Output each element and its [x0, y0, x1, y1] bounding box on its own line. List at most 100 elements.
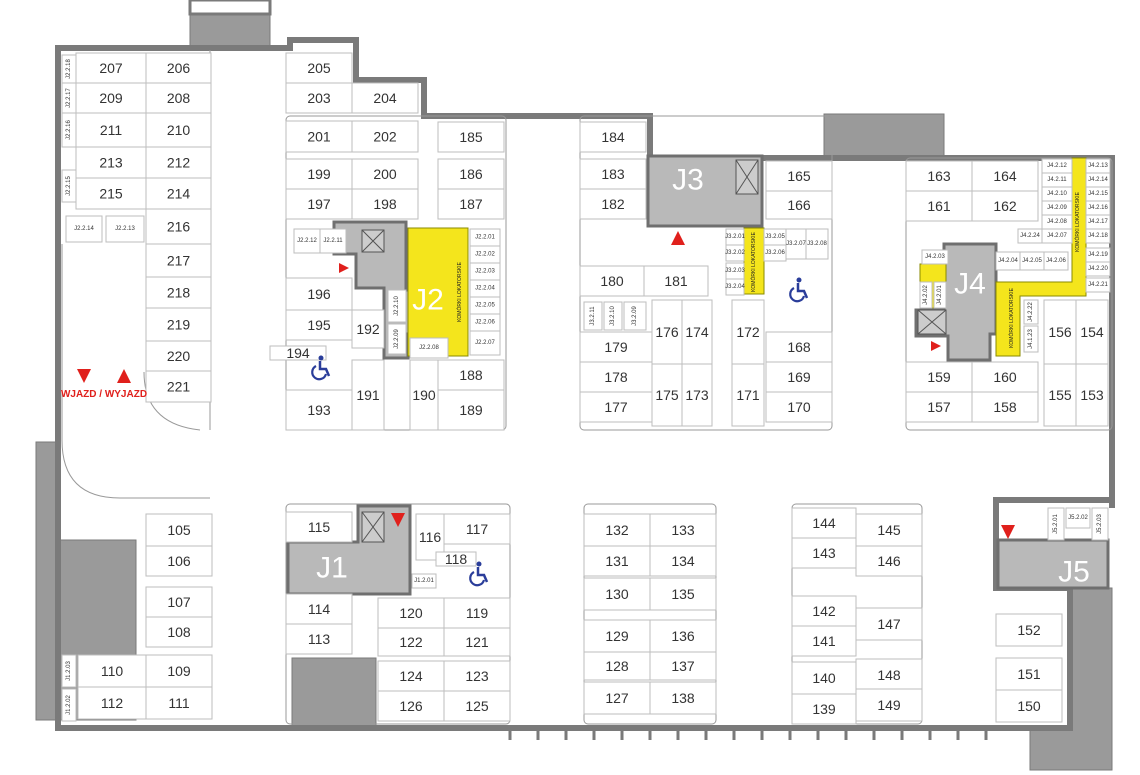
parking-spot-188[interactable]: 188	[437, 359, 505, 391]
storage-unit-J1.2.02[interactable]: J1.2.02	[61, 688, 77, 722]
parking-spot-206[interactable]: 206	[145, 52, 212, 84]
parking-spot-118[interactable]: 118	[435, 551, 477, 567]
parking-spot-128[interactable]: 128	[583, 651, 651, 681]
parking-spot-132[interactable]: 132	[583, 513, 651, 547]
parking-spot-173[interactable]: 173	[681, 363, 713, 427]
storage-unit-J2.2.03[interactable]: J2.2.03	[469, 262, 501, 281]
storage-unit-J4.2.15[interactable]: J4.2.15	[1085, 186, 1111, 202]
storage-unit-J4.2.20[interactable]: J4.2.20	[1085, 261, 1111, 277]
parking-spot-114[interactable]: 114	[285, 593, 353, 625]
storage-unit-J4.2.01[interactable]: J4.2.01	[933, 281, 947, 309]
storage-unit-J3.2.11[interactable]: J3.2.11	[583, 301, 603, 331]
parking-spot-165[interactable]: 165	[765, 160, 833, 192]
parking-spot-122[interactable]: 122	[377, 627, 445, 657]
parking-spot-124[interactable]: 124	[377, 660, 445, 692]
storage-unit-J2.2.15[interactable]: J2.2.15	[61, 169, 77, 203]
parking-spot-153[interactable]: 153	[1075, 363, 1109, 427]
parking-spot-181[interactable]: 181	[643, 265, 709, 297]
parking-spot-109[interactable]: 109	[145, 654, 213, 688]
storage-unit-J4.2.14[interactable]: J4.2.14	[1085, 172, 1111, 188]
parking-spot-187[interactable]: 187	[437, 188, 505, 220]
storage-unit-J4.2.17[interactable]: J4.2.17	[1085, 214, 1111, 230]
parking-spot-169[interactable]: 169	[765, 361, 833, 393]
parking-spot-142[interactable]: 142	[791, 595, 857, 627]
parking-spot-129[interactable]: 129	[583, 619, 651, 653]
parking-spot-155[interactable]: 155	[1043, 363, 1077, 427]
parking-spot-202[interactable]: 202	[351, 120, 419, 153]
storage-unit-J2.2.04[interactable]: J2.2.04	[469, 279, 501, 298]
storage-unit-J2.2.17[interactable]: J2.2.17	[61, 82, 77, 114]
storage-unit-J4.2.06[interactable]: J4.2.06	[1043, 251, 1069, 271]
storage-unit-J5.2.01[interactable]: J5.2.01	[1047, 507, 1065, 541]
storage-unit-J3.2.01[interactable]: J3.2.01	[725, 228, 746, 246]
parking-spot-170[interactable]: 170	[765, 391, 833, 423]
parking-spot-193[interactable]: 193	[285, 389, 353, 431]
parking-spot-185[interactable]: 185	[437, 121, 505, 153]
parking-spot-111[interactable]: 111	[145, 686, 213, 720]
parking-spot-119[interactable]: 119	[443, 597, 511, 629]
parking-spot-168[interactable]: 168	[765, 331, 833, 363]
parking-spot-123[interactable]: 123	[443, 660, 511, 692]
parking-spot-113[interactable]: 113	[285, 623, 353, 655]
parking-spot-166[interactable]: 166	[765, 190, 833, 220]
parking-spot-150[interactable]: 150	[995, 689, 1063, 723]
parking-spot-180[interactable]: 180	[579, 265, 645, 297]
parking-spot-199[interactable]: 199	[285, 158, 353, 190]
parking-spot-151[interactable]: 151	[995, 657, 1063, 691]
storage-unit-J4.2.04[interactable]: J4.2.04	[995, 251, 1021, 271]
parking-spot-197[interactable]: 197	[285, 188, 353, 220]
storage-unit-J4.2.11[interactable]: J4.2.11	[1041, 172, 1073, 188]
parking-spot-209[interactable]: 209	[75, 82, 147, 114]
storage-unit-J1.2.01[interactable]: J1.2.01	[411, 573, 437, 589]
storage-unit-J4.2.02[interactable]: J4.2.02	[919, 281, 933, 309]
parking-spot-177[interactable]: 177	[579, 391, 653, 423]
parking-spot-160[interactable]: 160	[971, 361, 1039, 393]
storage-unit-J2.2.01[interactable]: J2.2.01	[469, 228, 501, 247]
parking-spot-221[interactable]: 221	[145, 370, 212, 403]
storage-unit-J3.2.06[interactable]: J3.2.06	[763, 244, 787, 262]
storage-unit-J3.2.05[interactable]: J3.2.05	[763, 228, 787, 246]
parking-spot-189[interactable]: 189	[437, 389, 505, 431]
parking-spot-139[interactable]: 139	[791, 693, 857, 725]
storage-unit-J2.2.16[interactable]: J2.2.16	[61, 112, 77, 148]
parking-spot-144[interactable]: 144	[791, 507, 857, 539]
parking-spot-211[interactable]: 211	[75, 112, 147, 148]
parking-spot-214[interactable]: 214	[145, 177, 212, 210]
parking-spot-133[interactable]: 133	[649, 513, 717, 547]
parking-spot-192[interactable]: 192	[351, 309, 385, 349]
parking-spot-141[interactable]: 141	[791, 625, 857, 657]
storage-unit-J4.2.12[interactable]: J4.2.12	[1041, 158, 1073, 174]
parking-spot-183[interactable]: 183	[579, 158, 647, 190]
storage-unit-J4.2.18[interactable]: J4.2.18	[1085, 228, 1111, 244]
storage-unit-J3.2.03[interactable]: J3.2.03	[725, 262, 746, 280]
storage-unit-J4.2.13[interactable]: J4.2.13	[1085, 158, 1111, 174]
parking-spot-126[interactable]: 126	[377, 690, 445, 722]
storage-unit-J2.2.09[interactable]: J2.2.09	[387, 323, 407, 355]
storage-unit-J4.2.16[interactable]: J4.2.16	[1085, 200, 1111, 216]
parking-spot-110[interactable]: 110	[77, 654, 147, 688]
storage-unit-J3.2.09[interactable]: J3.2.09	[623, 301, 647, 331]
parking-spot-158[interactable]: 158	[971, 391, 1039, 423]
parking-spot-135[interactable]: 135	[649, 577, 717, 611]
parking-spot-106[interactable]: 106	[145, 545, 213, 577]
parking-spot-178[interactable]: 178	[579, 361, 653, 393]
storage-unit-J2.2.06[interactable]: J2.2.06	[469, 313, 501, 332]
parking-spot-194[interactable]: 194	[269, 345, 327, 361]
parking-spot-157[interactable]: 157	[905, 391, 973, 423]
parking-spot-215[interactable]: 215	[75, 177, 147, 210]
storage-unit-J2.2.07[interactable]: J2.2.07	[469, 330, 501, 356]
storage-unit-J5.2.03[interactable]: J5.2.03	[1091, 507, 1109, 541]
parking-spot-120[interactable]: 120	[377, 597, 445, 629]
parking-spot-148[interactable]: 148	[855, 658, 923, 692]
storage-unit-J4.2.19[interactable]: J4.2.19	[1085, 247, 1111, 263]
parking-spot-117[interactable]: 117	[443, 513, 511, 545]
storage-unit-J5.2.02[interactable]: J5.2.02	[1065, 507, 1091, 529]
parking-spot-163[interactable]: 163	[905, 160, 973, 192]
parking-spot-204[interactable]: 204	[351, 82, 419, 114]
storage-unit-J1.2.03[interactable]: J1.2.03	[61, 654, 77, 688]
parking-spot-210[interactable]: 210	[145, 112, 212, 148]
parking-spot-182[interactable]: 182	[579, 188, 647, 220]
parking-spot-184[interactable]: 184	[579, 121, 647, 153]
parking-spot-186[interactable]: 186	[437, 158, 505, 190]
parking-spot-149[interactable]: 149	[855, 688, 923, 722]
